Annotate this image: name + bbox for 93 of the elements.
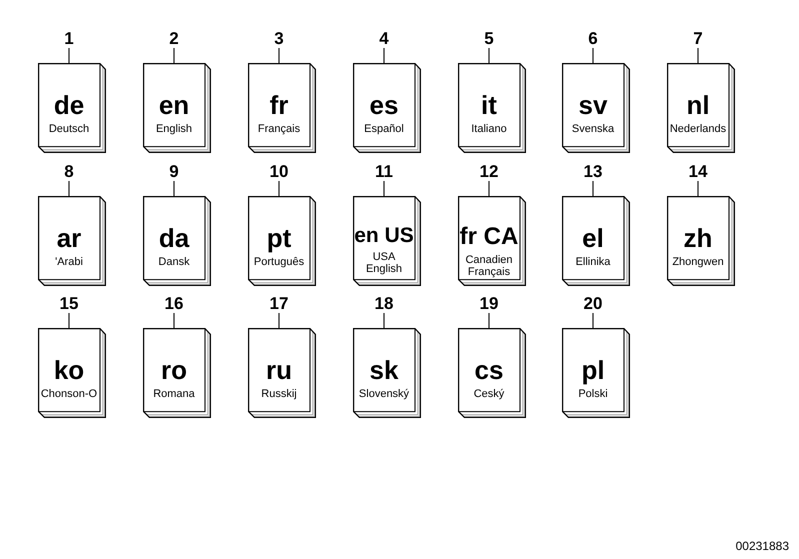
language-name: Polski [578,388,608,400]
callout-number: 16 [164,295,184,313]
booklet [562,328,630,418]
language-code: nl [686,92,710,118]
language-name: Português [254,256,304,268]
leader-line [278,48,280,64]
booklet [667,63,735,153]
language-code: sk [370,357,398,383]
language-code: it [481,92,497,118]
language-name: Español [364,123,404,135]
language-name: Italiano [471,123,507,135]
language-code: el [582,225,604,251]
booklet [353,328,421,418]
callout-number: 3 [274,30,284,48]
callout-number: 13 [584,163,602,181]
language-code: da [158,225,190,251]
booklet [38,328,106,418]
language-code: pl [581,357,605,383]
callout-number: 5 [484,30,494,48]
booklet [143,63,211,153]
callout-number: 20 [584,295,602,313]
callout-number: 8 [64,163,74,181]
language-name: Ellinika [576,256,610,268]
language-code: sv [578,92,608,118]
language-name: Chonson-O [40,388,98,400]
language-code: ar [56,225,82,251]
booklet [458,328,526,418]
leader-line [488,48,490,64]
leader-line [488,312,490,328]
leader-line [68,312,70,328]
booklet [143,196,211,286]
language-code: fr CA [460,225,518,249]
callout-number: 7 [693,30,703,48]
callout-number: 14 [688,163,708,181]
language-code: de [54,92,84,118]
callout-number: 2 [169,30,179,48]
booklet [248,63,316,153]
booklet [562,63,630,153]
booklet [353,196,421,286]
language-code: zh [684,225,712,251]
language-name: Romana [153,388,195,400]
leader-line [592,48,594,64]
language-name: Dansk [158,256,190,268]
callout-number: 10 [270,163,288,181]
booklet [667,196,735,286]
leader-line [68,48,70,64]
language-name: Svenska [572,123,614,135]
language-name: Ceský [474,388,504,400]
language-code: ru [266,357,292,383]
language-name: Slovenský [358,388,410,400]
language-code: cs [474,357,504,383]
leader-line [488,180,490,196]
leader-line [68,180,70,196]
callout-number: 19 [480,295,498,313]
booklet [562,196,630,286]
leader-line [278,312,280,328]
language-code: es [370,92,398,118]
callout-number: 4 [379,30,389,48]
language-name: Deutsch [48,123,90,135]
language-code: ro [161,357,187,383]
callout-number: 15 [60,295,78,313]
image-number: 00231883 [736,540,789,553]
language-name: Russkij [261,388,297,400]
booklet [248,328,316,418]
booklet [458,196,526,286]
callout-number: 11 [375,163,393,181]
language-name: Français [258,123,300,135]
language-code: en [158,92,190,118]
language-name: Zhongwen [672,256,724,268]
leader-line [592,180,594,196]
language-name: USA English [365,251,403,275]
language-code: en US [354,225,414,246]
callout-number: 12 [480,163,498,181]
booklet [38,196,106,286]
language-name: Nederlands [670,123,726,135]
callout-number: 9 [169,163,179,181]
leader-line [278,180,280,196]
language-name: 'Arabi [55,256,83,268]
callout-number: 18 [374,295,394,313]
booklet [353,63,421,153]
leader-line [592,312,594,328]
booklet [248,196,316,286]
language-code: fr [270,92,288,118]
booklet [143,328,211,418]
language-code: pt [266,225,292,251]
booklet [458,63,526,153]
booklet [38,63,106,153]
language-name: English [156,123,192,135]
language-code: ko [54,357,84,383]
callout-number: 6 [588,30,598,48]
callout-number: 1 [64,30,74,48]
language-name: Canadien Français [464,254,514,278]
callout-number: 17 [270,295,288,313]
